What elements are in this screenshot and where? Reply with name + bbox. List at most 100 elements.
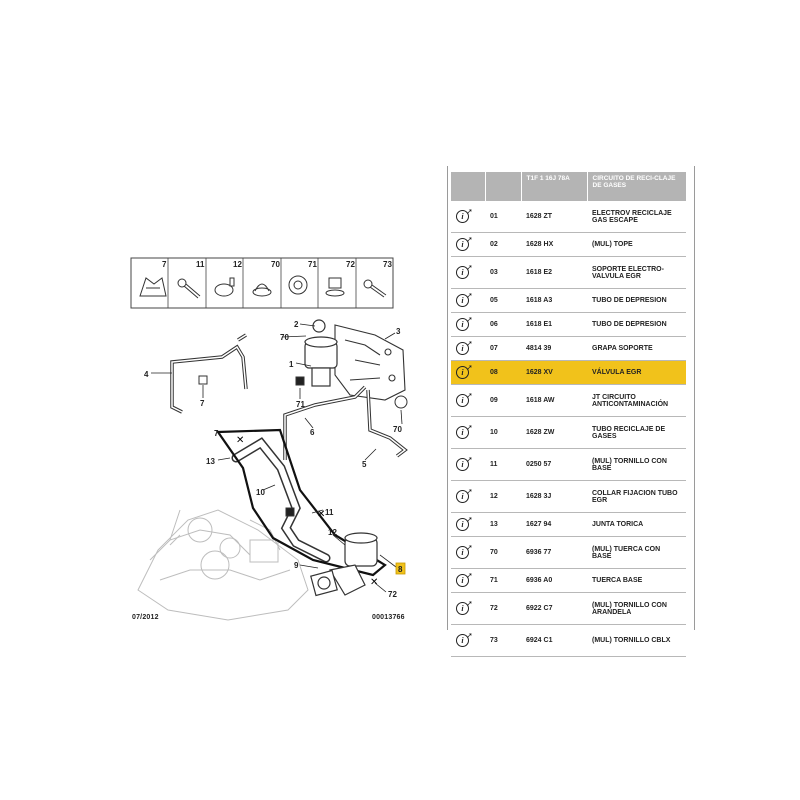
info-arrow-icon[interactable]: i➚ bbox=[456, 631, 473, 647]
legend-box-label-73: 73 bbox=[383, 260, 392, 269]
info-link-cell[interactable]: i➚ bbox=[451, 416, 485, 449]
info-link-cell[interactable]: i➚ bbox=[451, 336, 485, 361]
callout-7-b: 7 bbox=[214, 429, 219, 438]
info-link-cell[interactable]: i➚ bbox=[451, 568, 485, 593]
part-description: TUBO RECICLAJE DE GASES bbox=[587, 416, 686, 449]
info-link-cell[interactable]: i➚ bbox=[451, 201, 485, 233]
info-link-cell[interactable]: i➚ bbox=[451, 448, 485, 481]
info-link-cell[interactable]: i➚ bbox=[451, 312, 485, 337]
part-number: 07 bbox=[485, 336, 521, 361]
info-arrow-icon[interactable]: i➚ bbox=[456, 207, 473, 223]
part-description: SOPORTE ELECTRO-VALVULA EGR bbox=[587, 256, 686, 289]
info-arrow-icon[interactable]: i➚ bbox=[456, 455, 473, 471]
part-reference: 1627 94 bbox=[521, 512, 587, 537]
info-arrow-icon[interactable]: i➚ bbox=[456, 315, 473, 331]
part-reference: 1618 A3 bbox=[521, 288, 587, 313]
engine-block-sketch bbox=[137, 509, 309, 621]
callout-9: 9 bbox=[294, 561, 299, 570]
info-link-cell[interactable]: i➚ bbox=[451, 232, 485, 257]
info-arrow-icon[interactable]: i➚ bbox=[456, 543, 473, 559]
callout-5: 5 bbox=[362, 460, 367, 469]
part-reference: 1628 ZW bbox=[521, 416, 587, 449]
info-arrow-icon[interactable]: i➚ bbox=[456, 363, 473, 379]
part-number: 06 bbox=[485, 312, 521, 337]
info-arrow-icon[interactable]: i➚ bbox=[456, 235, 473, 251]
part-reference: 1628 ZT bbox=[521, 201, 587, 233]
callout-70-right: 70 bbox=[393, 425, 402, 434]
part-description: TUBO DE DEPRESION bbox=[587, 312, 686, 337]
info-arrow-icon[interactable]: i➚ bbox=[456, 263, 473, 279]
parts-panel bbox=[447, 166, 695, 630]
info-link-cell[interactable]: i➚ bbox=[451, 480, 485, 513]
gasket-loop bbox=[215, 428, 387, 577]
part-number: 11 bbox=[485, 448, 521, 481]
header-num-col bbox=[485, 172, 522, 201]
part-number: 10 bbox=[485, 416, 521, 449]
part-number: 13 bbox=[485, 512, 521, 537]
info-arrow-icon[interactable]: i➚ bbox=[456, 487, 473, 503]
info-link-cell[interactable]: i➚ bbox=[451, 288, 485, 313]
info-link-cell[interactable]: i➚ bbox=[451, 624, 485, 657]
part-description: JT CIRCUITO ANTICONTAMINACIÓN bbox=[587, 384, 686, 417]
callout-70-top: 70 bbox=[280, 333, 289, 342]
info-link-cell[interactable]: i➚ bbox=[451, 256, 485, 289]
callout-4: 4 bbox=[144, 370, 149, 379]
oring-part-icon bbox=[288, 275, 308, 295]
part-number: 70 bbox=[485, 536, 521, 569]
collar-part-icon bbox=[214, 277, 235, 297]
info-arrow-icon[interactable]: i➚ bbox=[456, 339, 473, 355]
info-arrow-icon[interactable]: i➚ bbox=[456, 599, 473, 615]
callout-2: 2 bbox=[294, 320, 299, 329]
info-arrow-icon[interactable]: i➚ bbox=[456, 391, 473, 407]
callout-8-highlight bbox=[395, 562, 406, 575]
info-link-cell[interactable]: i➚ bbox=[451, 384, 485, 417]
info-arrow-icon[interactable]: i➚ bbox=[456, 571, 473, 587]
part-reference: 4814 39 bbox=[521, 336, 587, 361]
info-link-cell[interactable]: i➚ bbox=[451, 360, 485, 385]
part-reference: 6936 A0 bbox=[521, 568, 587, 593]
part-reference: 1618 E2 bbox=[521, 256, 587, 289]
part-reference: 6936 77 bbox=[521, 536, 587, 569]
legend-box-label-12: 12 bbox=[233, 260, 242, 269]
clip-marker bbox=[198, 375, 208, 385]
info-arrow-icon[interactable]: i➚ bbox=[456, 515, 473, 531]
diagram-code: 00013766 bbox=[372, 614, 405, 621]
part-reference: 6924 C1 bbox=[521, 624, 587, 657]
info-link-cell[interactable]: i➚ bbox=[451, 536, 485, 569]
header-ref-col: T1F 1 16J 78A bbox=[521, 172, 588, 201]
info-arrow-icon[interactable]: i➚ bbox=[456, 423, 473, 439]
small-parts-legend: 7 11 12 70 71 72 73 bbox=[130, 257, 394, 309]
info-link-cell[interactable]: i➚ bbox=[451, 512, 485, 537]
part-number: 73 bbox=[485, 624, 521, 657]
legend-box-label-70: 70 bbox=[271, 260, 280, 269]
part-description: TUERCA BASE bbox=[587, 568, 686, 593]
part-reference: 1628 3J bbox=[521, 480, 587, 513]
part-reference: 1628 HX bbox=[521, 232, 587, 257]
part-number: 01 bbox=[485, 201, 521, 233]
header-icon-col bbox=[451, 172, 486, 201]
nut-base-part-icon bbox=[325, 277, 345, 297]
nut-markers bbox=[285, 376, 408, 517]
info-arrow-icon[interactable]: i➚ bbox=[456, 291, 473, 307]
part-number: 09 bbox=[485, 384, 521, 417]
part-number: 08 bbox=[485, 360, 521, 385]
info-link-cell[interactable]: i➚ bbox=[451, 592, 485, 625]
parts-table: T1F 1 16J 78A CIRCUITO DE RECI-CLAJE DE … bbox=[451, 172, 687, 657]
